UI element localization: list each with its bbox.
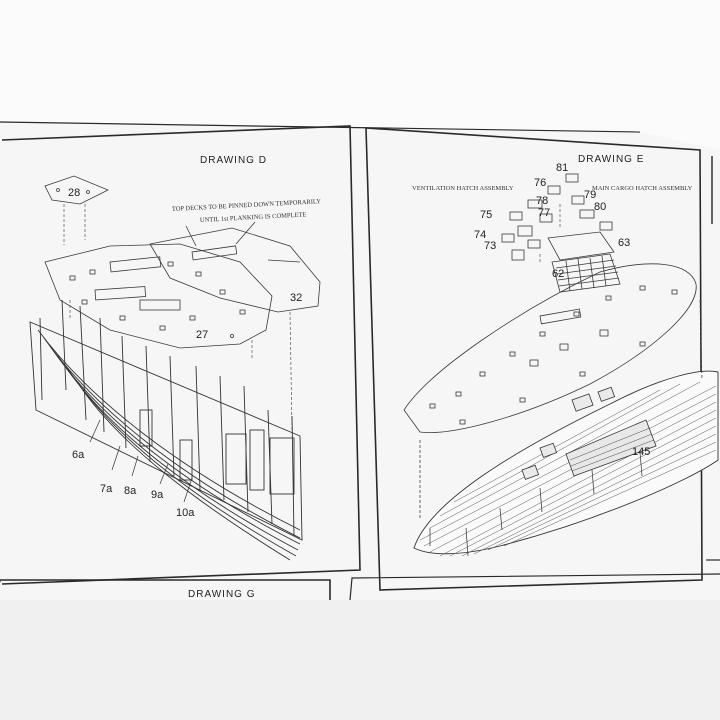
- part-label-74: 74: [474, 229, 486, 241]
- part-label-73: 73: [484, 240, 496, 252]
- part-label-62: 62: [552, 268, 564, 280]
- main-cargo-hatch-label: MAIN CARGO HATCH ASSEMBLY: [592, 185, 693, 192]
- part-label-79: 79: [584, 189, 596, 201]
- part-28-plate: [44, 175, 109, 245]
- upper-deck-outline: [403, 263, 697, 433]
- part-label-80: 80: [594, 201, 606, 213]
- part-label-63: 63: [618, 237, 630, 249]
- hatch-assembly-parts: [501, 173, 613, 262]
- part-label-10a: 10a: [176, 507, 195, 519]
- part-label-81: 81: [556, 162, 568, 174]
- part-label-77: 77: [538, 207, 550, 219]
- part-label-7a: 7a: [100, 483, 113, 495]
- part-label-76: 76: [534, 177, 546, 189]
- part-label-75: 75: [480, 209, 492, 221]
- drawing-g-panel: DRAWING G: [0, 573, 720, 601]
- drawing-e-title: DRAWING E: [578, 154, 644, 165]
- planked-main-deck: [413, 299, 719, 557]
- hull-frame-assembly: [29, 299, 303, 561]
- drawing-e-panel: DRAWING E VENTILATION HATCH ASSEMBLY MAI…: [365, 127, 719, 591]
- deck-piece-32: [149, 227, 321, 431]
- drawing-d-title: DRAWING D: [200, 155, 267, 166]
- part-label-78: 78: [536, 195, 548, 207]
- part-label-8a: 8a: [124, 485, 137, 497]
- drawing-g-title: DRAWING G: [188, 589, 256, 600]
- part-label-145: 145: [632, 446, 650, 458]
- part-label-27: 27: [196, 329, 208, 341]
- part-label-6a: 6a: [72, 449, 85, 461]
- part-label-28: 28: [68, 187, 80, 199]
- right-partial-panel: [706, 156, 720, 561]
- cargo-hatch-grating: [547, 231, 621, 293]
- ventilation-hatch-label: VENTILATION HATCH ASSEMBLY: [412, 185, 514, 192]
- part-label-32: 32: [290, 292, 302, 304]
- deck-piece-27: [44, 243, 273, 360]
- part-label-9a: 9a: [151, 489, 164, 501]
